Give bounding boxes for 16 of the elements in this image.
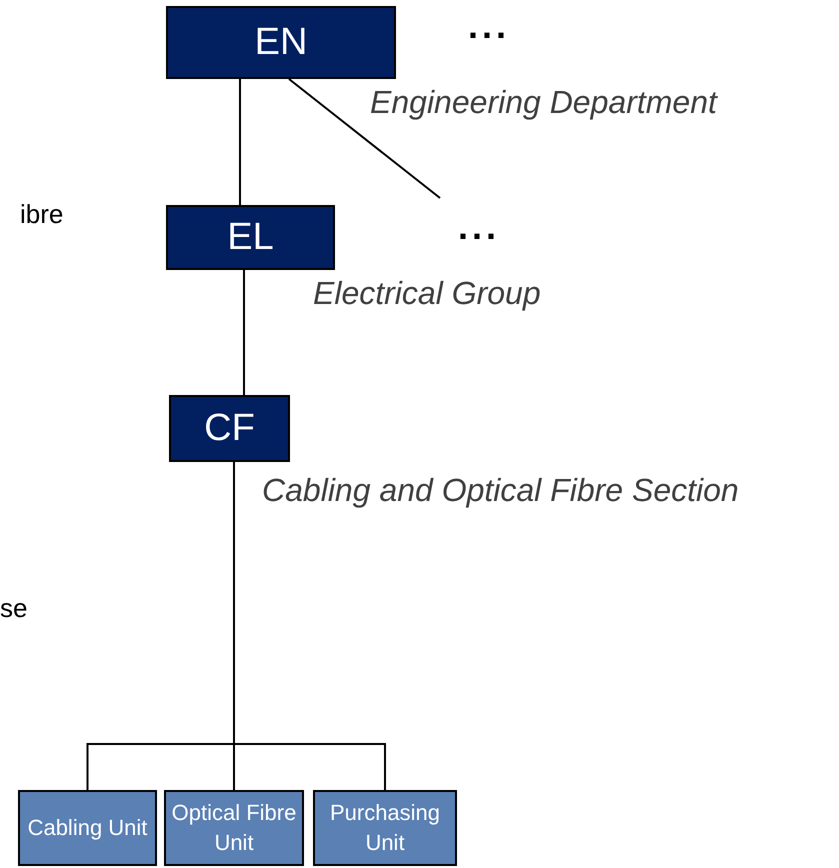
cut-off-text: se xyxy=(0,592,28,624)
unit-name-caption: Engineering Department xyxy=(370,83,717,122)
ellipsis-mark: ... xyxy=(468,6,510,46)
org-unit-box: Optical Fibre Unit xyxy=(164,790,304,866)
ellipsis-mark: ... xyxy=(458,207,500,247)
unit-name-caption: Cabling and Optical Fibre Section xyxy=(262,471,739,510)
org-unit-box: EL xyxy=(166,205,335,270)
connector-line xyxy=(239,79,241,205)
unit-name-caption: Electrical Group xyxy=(313,274,541,313)
org-unit-box: Purchasing Unit xyxy=(313,790,457,866)
connector-line xyxy=(243,270,245,395)
cut-off-text: ibre xyxy=(20,198,64,230)
connector-line xyxy=(288,78,441,199)
org-unit-box: EN xyxy=(166,6,396,79)
org-unit-box: CF xyxy=(169,395,290,462)
org-unit-box: Cabling Unit xyxy=(18,790,157,866)
